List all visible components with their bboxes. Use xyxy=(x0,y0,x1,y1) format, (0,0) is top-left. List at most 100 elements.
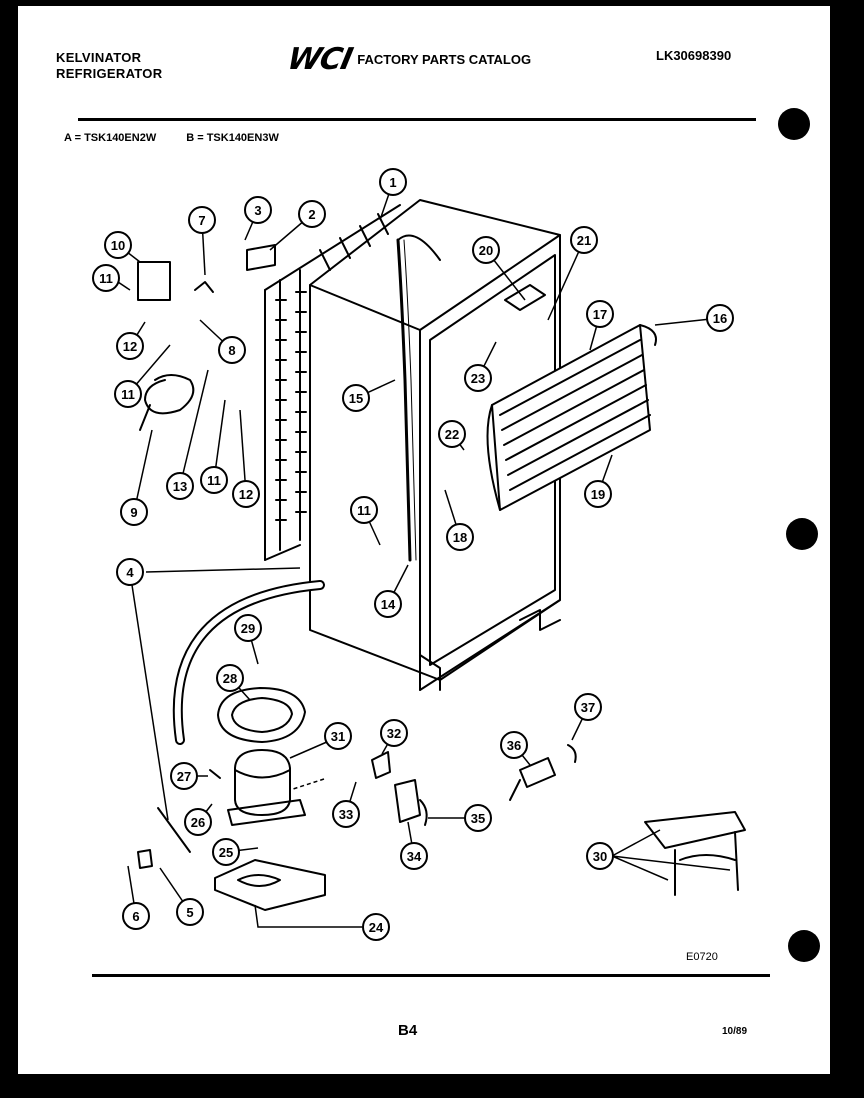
callout-31: 31 xyxy=(324,722,352,750)
callout-1: 1 xyxy=(379,168,407,196)
callout-number: 1 xyxy=(389,175,396,190)
condenser-coil-illustration xyxy=(264,204,401,561)
callout-21: 21 xyxy=(570,226,598,254)
callout-number: 3 xyxy=(254,203,261,218)
callout-35: 35 xyxy=(464,804,492,832)
callout-24: 24 xyxy=(362,913,390,941)
footer-rule xyxy=(92,974,770,977)
callout-number: 2 xyxy=(308,207,315,222)
brand-name: KELVINATOR xyxy=(56,50,142,65)
callout-number: 9 xyxy=(130,505,137,520)
callout-number: 16 xyxy=(713,311,727,326)
callout-26: 26 xyxy=(184,808,212,836)
callout-33: 33 xyxy=(332,800,360,828)
issue-date: 10/89 xyxy=(722,1026,748,1037)
callout-number: 15 xyxy=(349,391,363,406)
callout-number: 8 xyxy=(228,343,235,358)
callout-5: 5 xyxy=(176,898,204,926)
model-b: B = TSK140EN3W xyxy=(186,132,279,144)
callout-19: 19 xyxy=(584,480,612,508)
callout-4: 4 xyxy=(116,558,144,586)
catalog-title: FACTORY PARTS CATALOG xyxy=(357,52,532,67)
callout-10: 10 xyxy=(104,231,132,259)
callout-number: 36 xyxy=(507,738,521,753)
callout-37: 37 xyxy=(574,693,602,721)
callout-22: 22 xyxy=(438,420,466,448)
callout-32: 32 xyxy=(380,719,408,747)
page-number: B4 xyxy=(398,1022,418,1039)
callout-number: 18 xyxy=(453,530,467,545)
callout-7: 7 xyxy=(188,206,216,234)
callout-number: 11 xyxy=(207,473,221,488)
cabinet-illustration xyxy=(309,199,561,691)
product-type: REFRIGERATOR xyxy=(56,66,163,81)
catalog-header: WCI FACTORY PARTS CATALOG xyxy=(284,42,532,77)
callout-17: 17 xyxy=(586,300,614,328)
callout-number: 11 xyxy=(121,387,135,402)
binder-hole-top xyxy=(778,108,810,140)
callout-number: 29 xyxy=(241,621,255,636)
callout-number: 22 xyxy=(445,427,459,442)
callout-number: 12 xyxy=(123,339,137,354)
brand-block: KELVINATOR REFRIGERATOR xyxy=(56,50,162,82)
callout-13: 13 xyxy=(166,472,194,500)
callout-9: 9 xyxy=(120,498,148,526)
callout-number: 28 xyxy=(223,671,237,686)
evaporator-illustration xyxy=(486,324,657,511)
callout-number: 14 xyxy=(381,597,396,612)
callout-23: 23 xyxy=(464,364,492,392)
callout-number: 26 xyxy=(191,815,205,830)
callout-6: 6 xyxy=(122,902,150,930)
callout-number: 10 xyxy=(111,238,125,253)
callout-number: 37 xyxy=(581,700,595,715)
callout-number: 30 xyxy=(593,849,607,864)
callout-8: 8 xyxy=(218,336,246,364)
drawing-code: E0720 xyxy=(686,951,718,963)
callout-number: 19 xyxy=(591,487,605,502)
binder-hole-bottom xyxy=(788,930,820,962)
callout-number: 12 xyxy=(239,487,253,502)
binder-hole-middle xyxy=(786,518,818,550)
callout-number: 17 xyxy=(593,307,607,322)
model-a: A = TSK140EN2W xyxy=(64,132,157,144)
callout-number: 33 xyxy=(339,807,353,822)
callout-2: 2 xyxy=(298,200,326,228)
callout-14: 14 xyxy=(374,590,402,618)
callout-18: 18 xyxy=(446,523,474,551)
callout-number: 13 xyxy=(173,479,187,494)
callout-20: 20 xyxy=(472,236,500,264)
callout-number: 32 xyxy=(387,726,401,741)
callout-29: 29 xyxy=(234,614,262,642)
callout-number: 20 xyxy=(479,243,493,258)
callout-number: 5 xyxy=(186,905,193,920)
callout-number: 11 xyxy=(357,503,371,518)
callout-11-d: 11 xyxy=(350,496,378,524)
callout-set: 1 2 3 4 5 6 7 8 9 10 11 11 11 11 12 12 1… xyxy=(92,168,734,941)
header-rule xyxy=(78,118,756,121)
callout-number: 21 xyxy=(577,233,591,248)
callout-number: 11 xyxy=(99,271,113,286)
callout-number: 31 xyxy=(331,729,345,744)
callout-number: 25 xyxy=(219,845,233,860)
callout-25: 25 xyxy=(212,838,240,866)
callout-36: 36 xyxy=(500,731,528,759)
callout-number: 7 xyxy=(198,213,205,228)
callout-number: 4 xyxy=(126,565,134,580)
callout-30: 30 xyxy=(586,842,614,870)
callout-number: 24 xyxy=(369,920,384,935)
callout-11-a: 11 xyxy=(92,264,120,292)
callout-12-b: 12 xyxy=(232,480,260,508)
callout-11-b: 11 xyxy=(114,380,142,408)
callout-16: 16 xyxy=(706,304,734,332)
catalog-number: LK30698390 xyxy=(656,48,732,63)
callout-34: 34 xyxy=(400,842,428,870)
callout-number: 35 xyxy=(471,811,485,826)
callout-number: 6 xyxy=(132,909,139,924)
callout-12-a: 12 xyxy=(116,332,144,360)
callout-27: 27 xyxy=(170,762,198,790)
callout-11-c: 11 xyxy=(200,466,228,494)
callout-3: 3 xyxy=(244,196,272,224)
callout-number: 27 xyxy=(177,769,191,784)
callout-number: 23 xyxy=(471,371,485,386)
